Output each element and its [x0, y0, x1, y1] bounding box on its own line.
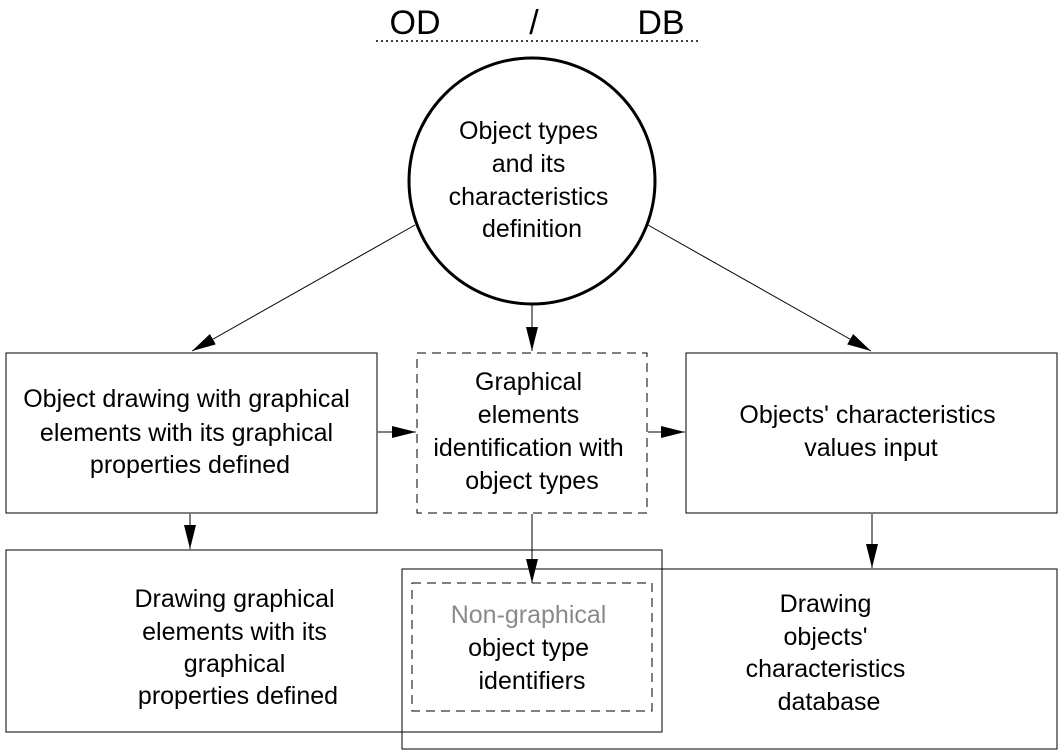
header-right: DB — [637, 4, 684, 42]
values-box — [685, 352, 1058, 514]
database-line: objects' — [784, 623, 868, 651]
drawing-line: Object drawing with graphical — [23, 385, 350, 413]
database-line: characteristics — [746, 655, 906, 683]
definition-line: characteristics — [449, 183, 609, 211]
drawing-elements-line: graphical — [184, 650, 285, 678]
identification-node: Graphical elements identification with o… — [416, 352, 648, 514]
identification-line: object types — [465, 467, 598, 495]
identification-box — [416, 352, 648, 514]
identification-line: identification with — [433, 434, 623, 462]
values-node: Objects' characteristics values input — [685, 352, 1058, 514]
definition-node: Object types and its characteristics def… — [407, 56, 657, 306]
database-line: Drawing — [780, 590, 872, 618]
connectors — [184, 224, 878, 583]
header-left: OD — [390, 4, 441, 42]
definition-line: definition — [482, 215, 582, 243]
arrow-definition-to-values — [647, 224, 872, 352]
definition-circle — [407, 56, 657, 306]
identification-line: elements — [478, 401, 579, 429]
values-line: values input — [804, 434, 937, 462]
values-line: Objects' characteristics — [739, 401, 995, 429]
drawing-box — [5, 352, 378, 514]
arrow-definition-to-drawing — [191, 224, 416, 352]
identifiers-label: Non-graphical object type identifiers — [451, 601, 614, 695]
identifiers-line: object type — [468, 634, 589, 662]
drawing-elements-box — [5, 549, 663, 733]
drawing-line: elements with its graphical — [40, 419, 333, 447]
database-line: database — [778, 688, 881, 716]
drawing-elements-line: properties defined — [138, 682, 338, 710]
database-label: Drawing objects' characteristics databas… — [746, 590, 913, 716]
definition-line: and its — [492, 150, 566, 178]
drawing-elements-label: Drawing graphical elements with its grap… — [134, 585, 341, 710]
drawing-elements-line: Drawing graphical — [134, 585, 334, 613]
identifiers-line: identifiers — [479, 667, 586, 695]
header-separator: / — [529, 4, 539, 42]
drawing-node: Object drawing with graphical elements w… — [5, 352, 378, 514]
drawing-line: properties defined — [90, 451, 290, 479]
database-box — [401, 568, 1058, 750]
identifiers-grey-line: Non-graphical — [451, 601, 607, 629]
identifiers-box — [411, 582, 653, 712]
definition-label: Object types and its characteristics def… — [449, 117, 616, 243]
values-label: Objects' characteristics values input — [739, 401, 1002, 462]
identification-label: Graphical elements identification with o… — [433, 368, 630, 495]
drawing-elements-line: elements with its — [142, 618, 327, 646]
header: OD / DB — [376, 4, 698, 42]
definition-line: Object types — [459, 117, 598, 145]
identification-line: Graphical — [475, 368, 582, 396]
drawing-label: Object drawing with graphical elements w… — [23, 385, 357, 479]
